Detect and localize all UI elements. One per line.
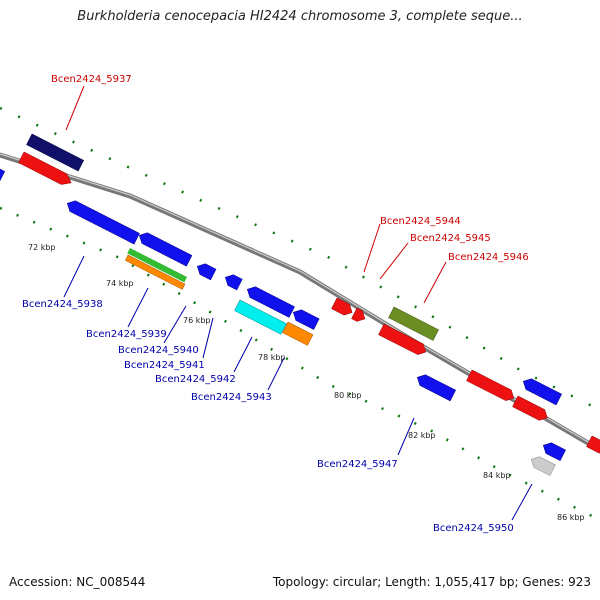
label-Bcen2424_5950[interactable]: Bcen2424_5950 [433, 523, 514, 534]
gene-reverse-blue-5[interactable] [245, 284, 295, 318]
label-Bcen2424_5940[interactable]: Bcen2424_5940 [118, 345, 199, 356]
label-Bcen2424_5945[interactable]: Bcen2424_5945 [410, 233, 491, 244]
label-Bcen2424_5947[interactable]: Bcen2424_5947 [317, 459, 398, 470]
gene-Bcen2424_5940[interactable] [195, 261, 217, 281]
gene-forward-red-1[interactable] [18, 151, 74, 188]
label-Bcen2424_5944[interactable]: Bcen2424_5944 [380, 216, 461, 227]
gene-forward-red-5[interactable] [586, 435, 600, 456]
gene-forward-red-3[interactable] [466, 369, 517, 403]
gene-forward-red-2[interactable] [378, 323, 429, 357]
gene-Bcen2424_5938[interactable] [65, 198, 140, 245]
scale-label-78kbp: 78 kbp [258, 353, 286, 362]
label-Bcen2424_5938[interactable]: Bcen2424_5938 [22, 299, 103, 310]
summary-text: Topology: circular; Length: 1,055,417 bp… [272, 575, 591, 589]
gene-Bcen2424_5950[interactable] [529, 454, 556, 476]
scale-label-72kbp: 72 kbp [28, 243, 56, 252]
gene-Bcen2424_5939[interactable] [127, 248, 188, 283]
scale-label-80kbp: 80 kbp [334, 391, 362, 400]
gene-Bcen2424_5945[interactable] [351, 307, 368, 324]
scale-label-86kbp: 86 kbp [557, 513, 585, 522]
gene-Bcen2424_5943[interactable] [282, 321, 314, 346]
gene-forward-red-4[interactable] [512, 395, 551, 423]
accession-text: Accession: NC_008544 [9, 575, 146, 589]
gene-reverse-blue-2[interactable] [137, 230, 193, 267]
scale-label-84kbp: 84 kbp [483, 471, 511, 480]
gene-orange-1[interactable] [124, 254, 186, 290]
gene-reverse-blue-9[interactable] [541, 440, 566, 462]
scale-label-82kbp: 82 kbp [408, 431, 436, 440]
label-Bcen2424_5942[interactable]: Bcen2424_5942 [155, 374, 236, 385]
leader-lines [63, 85, 533, 521]
gene-Bcen2424_5946[interactable] [388, 306, 439, 341]
gene-Bcen2424_5944[interactable] [331, 297, 355, 318]
gene-Bcen2424_5942[interactable] [234, 299, 287, 335]
gene-Bcen2424_5947[interactable] [415, 372, 456, 402]
gene-Bcen2424_5941[interactable] [223, 272, 243, 291]
gene-reverse-blue-8[interactable] [521, 376, 562, 406]
scale-label-74kbp: 74 kbp [106, 279, 134, 288]
scale-label-76kbp: 76 kbp [183, 316, 211, 325]
label-Bcen2424_5939[interactable]: Bcen2424_5939 [86, 329, 167, 340]
gene-reverse-blue-6[interactable] [291, 307, 320, 330]
label-Bcen2424_5941[interactable]: Bcen2424_5941 [124, 360, 205, 371]
label-Bcen2424_5946[interactable]: Bcen2424_5946 [448, 252, 529, 263]
gene-Bcen2424_5937[interactable] [26, 133, 85, 172]
label-Bcen2424_5943[interactable]: Bcen2424_5943 [191, 392, 272, 403]
map-title: Burkholderia cenocepacia HI2424 chromoso… [77, 9, 523, 24]
label-Bcen2424_5937[interactable]: Bcen2424_5937 [51, 74, 132, 85]
gene-reverse-blue-0[interactable] [0, 165, 6, 183]
